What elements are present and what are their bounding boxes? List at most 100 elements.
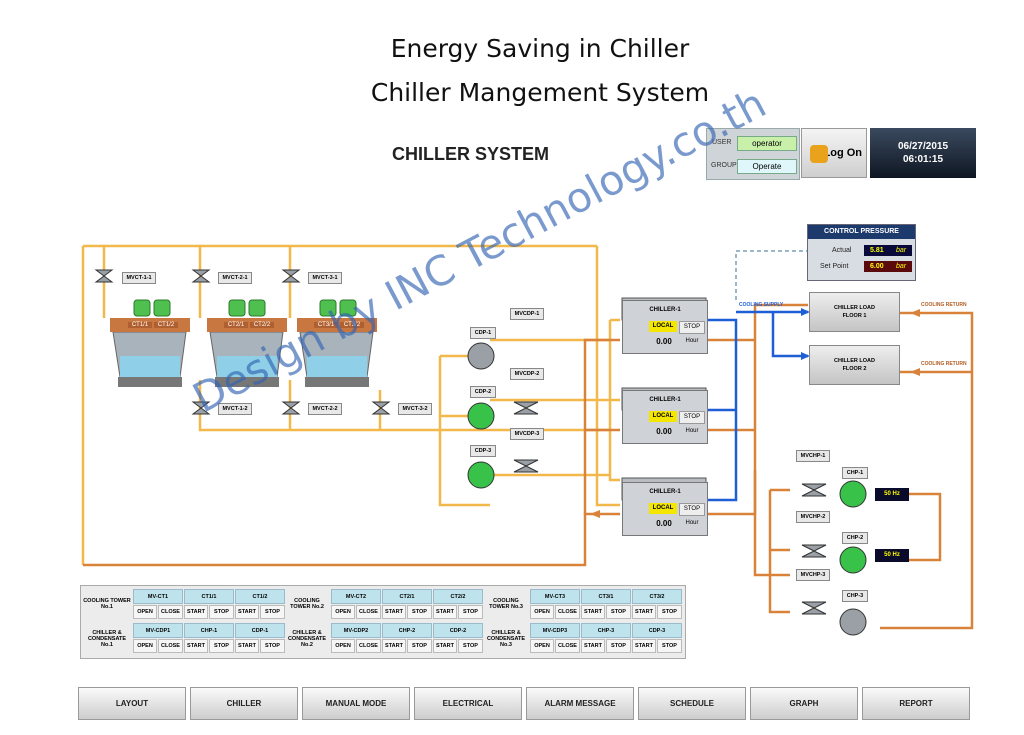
chiller-2-stop-button[interactable]: STOP [679, 411, 705, 424]
stop-button[interactable]: STOP [209, 639, 234, 653]
stop-button[interactable]: STOP [458, 639, 483, 653]
nav-electrical-button[interactable]: ELECTRICAL [414, 687, 522, 720]
pump-cdp-3-label[interactable]: CDP-3 [470, 445, 496, 457]
open-button[interactable]: OPEN [530, 639, 554, 653]
open-button[interactable]: OPEN [331, 639, 355, 653]
stop-button[interactable]: STOP [260, 605, 285, 619]
open-button[interactable]: OPEN [133, 639, 157, 653]
valve-mvct-3-1[interactable]: MVCT-3-1 [308, 272, 342, 284]
chiller-unit-2[interactable]: CHILLER-1 LOCAL STOP 0.00 Hour [622, 390, 708, 444]
tower-3-col3: CT3/2 [632, 589, 682, 604]
chiller-3-col1: MV-CDP3 [530, 623, 580, 638]
nav-report-button[interactable]: REPORT [862, 687, 970, 720]
start-button[interactable]: START [433, 605, 457, 619]
start-button[interactable]: START [382, 639, 406, 653]
stop-button[interactable]: STOP [407, 639, 432, 653]
valve-mvct-2-1[interactable]: MVCT-2-1 [218, 272, 252, 284]
start-button[interactable]: START [184, 605, 208, 619]
chp-1-frequency: 50 Hz [875, 488, 909, 501]
nav-chiller-button[interactable]: CHILLER [190, 687, 298, 720]
setpoint-unit: bar [896, 263, 907, 270]
chiller-1-stop-button[interactable]: STOP [679, 321, 705, 334]
stop-button[interactable]: STOP [260, 639, 285, 653]
start-button[interactable]: START [235, 639, 259, 653]
start-button[interactable]: START [581, 605, 605, 619]
chiller-3-stop-button[interactable]: STOP [679, 503, 705, 516]
close-button[interactable]: CLOSE [555, 605, 580, 619]
valve-mvcdp-2[interactable]: MVCDP-2 [510, 368, 544, 380]
stop-button[interactable]: STOP [606, 605, 631, 619]
start-button[interactable]: START [382, 605, 406, 619]
fan-ct1-2[interactable]: CT1/2 [154, 322, 178, 328]
chiller-unit-3[interactable]: CHILLER-1 LOCAL STOP 0.00 Hour [622, 482, 708, 536]
stop-button[interactable]: STOP [657, 605, 682, 619]
tower-3-col1: MV-CT3 [530, 589, 580, 604]
fan-ct2-1[interactable]: CT2/1 [224, 322, 248, 328]
pump-chp-3-label[interactable]: CHP-3 [842, 590, 868, 602]
valve-mvct-3-2[interactable]: MVCT-3-2 [398, 403, 432, 415]
chiller-3-mode[interactable]: LOCAL [649, 503, 677, 514]
pump-cdp-2-label[interactable]: CDP-2 [470, 386, 496, 398]
valve-mvchp-3[interactable]: MVCHP-3 [796, 569, 830, 581]
pump-chp-2-label[interactable]: CHP-2 [842, 532, 868, 544]
stop-button[interactable]: STOP [606, 639, 631, 653]
start-button[interactable]: START [184, 639, 208, 653]
start-button[interactable]: START [632, 639, 656, 653]
valve-mvchp-1[interactable]: MVCHP-1 [796, 450, 830, 462]
stop-button[interactable]: STOP [209, 605, 234, 619]
start-button[interactable]: START [235, 605, 259, 619]
tower-1-col3: CT1/2 [235, 589, 285, 604]
valve-mvcdp-3[interactable]: MVCDP-3 [510, 428, 544, 440]
close-button[interactable]: CLOSE [356, 639, 381, 653]
fan-ct2-2[interactable]: CT2/2 [250, 322, 274, 328]
actual-label: Actual [832, 247, 852, 254]
fan-ct3-2[interactable]: CT3/2 [340, 322, 364, 328]
group-field[interactable]: Operate [737, 159, 797, 174]
chiller-1-col2: CHP-1 [184, 623, 234, 638]
page-title-line2: Chiller Mangement System [370, 78, 710, 107]
chiller-2-mode[interactable]: LOCAL [649, 411, 677, 422]
start-button[interactable]: START [632, 605, 656, 619]
stop-button[interactable]: STOP [458, 605, 483, 619]
fan-ct1-1[interactable]: CT1/1 [128, 322, 152, 328]
equipment-control-panel: COOLING TOWER No.1 MV-CT1 CT1/1 CT1/2 OP… [80, 585, 686, 659]
date-text: 06/27/2015 [897, 141, 949, 152]
close-button[interactable]: CLOSE [158, 605, 183, 619]
chiller-1-mode[interactable]: LOCAL [649, 321, 677, 332]
nav-schedule-button[interactable]: SCHEDULE [638, 687, 746, 720]
valve-mvct-1-2[interactable]: MVCT-1-2 [218, 403, 252, 415]
valve-mvct-1-1[interactable]: MVCT-1-1 [122, 272, 156, 284]
start-button[interactable]: START [581, 639, 605, 653]
close-button[interactable]: CLOSE [356, 605, 381, 619]
valve-mvct-2-2[interactable]: MVCT-2-2 [308, 403, 342, 415]
chiller-unit-1[interactable]: CHILLER-1 LOCAL STOP 0.00 Hour [622, 300, 708, 354]
user-field[interactable]: operator [737, 136, 797, 151]
fan-ct3-1[interactable]: CT3/1 [314, 322, 338, 328]
logon-button[interactable]: Log On [801, 128, 867, 178]
start-button[interactable]: START [433, 639, 457, 653]
user-label: USER [712, 139, 732, 146]
valve-mvchp-2[interactable]: MVCHP-2 [796, 511, 830, 523]
stop-button[interactable]: STOP [657, 639, 682, 653]
open-button[interactable]: OPEN [530, 605, 554, 619]
chiller-1-hours-unit: Hour [685, 338, 699, 344]
valve-mvcdp-1[interactable]: MVCDP-1 [510, 308, 544, 320]
pump-chp-1-label[interactable]: CHP-1 [842, 467, 868, 479]
datetime-display: 06/27/2015 06:01:15 [870, 128, 976, 178]
control-pressure-panel: CONTROL PRESSURE Actual 5.81 bar Set Poi… [807, 224, 916, 281]
nav-alarm-message-button[interactable]: ALARM MESSAGE [526, 687, 634, 720]
open-button[interactable]: OPEN [331, 605, 355, 619]
close-button[interactable]: CLOSE [158, 639, 183, 653]
tower-2-label: COOLING TOWER No.2 [285, 589, 329, 619]
chp-2-frequency: 50 Hz [875, 549, 909, 562]
nav-graph-button[interactable]: GRAPH [750, 687, 858, 720]
stop-button[interactable]: STOP [407, 605, 432, 619]
open-button[interactable]: OPEN [133, 605, 157, 619]
nav-layout-button[interactable]: LAYOUT [78, 687, 186, 720]
setpoint-value[interactable]: 6.00 [864, 261, 912, 272]
pump-cdp-1-label[interactable]: CDP-1 [470, 327, 496, 339]
close-button[interactable]: CLOSE [555, 639, 580, 653]
nav-manual-mode-button[interactable]: MANUAL MODE [302, 687, 410, 720]
